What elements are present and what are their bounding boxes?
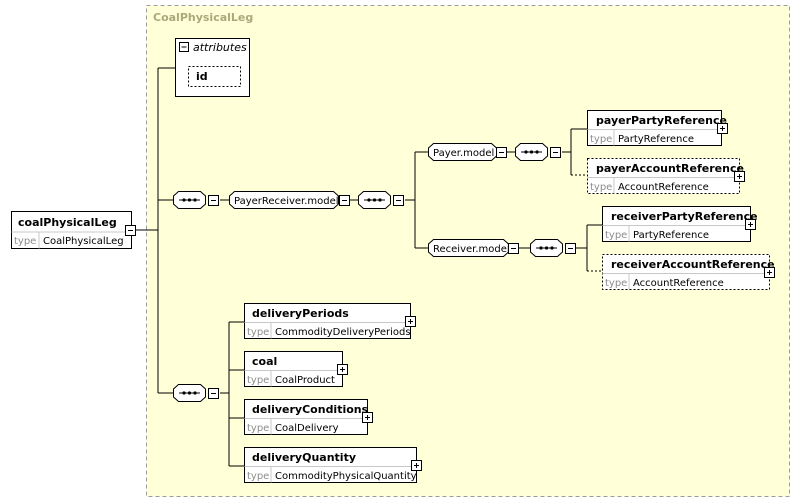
coal-expand-icon[interactable]: [337, 364, 348, 375]
payer-account-reference-name: payerAccountReference: [596, 162, 744, 175]
receiver-account-reference-type-key: type: [605, 278, 627, 289]
receiver-party-reference-type: PartyReference: [633, 230, 709, 241]
receiver-party-reference-type-key: type: [605, 230, 627, 241]
sequence-compositor-1[interactable]: [173, 191, 219, 209]
delivery-conditions-name: deliveryConditions: [252, 403, 369, 416]
root-element-name: coalPhysicalLeg: [18, 216, 117, 229]
payer-sequence-compositor[interactable]: [515, 143, 561, 161]
attribute-id-label: id: [196, 70, 208, 83]
attributes-box: attributes id: [175, 38, 250, 97]
delivery-periods-type-key: type: [247, 327, 269, 338]
root-collapse-icon[interactable]: [125, 225, 136, 236]
element-delivery-periods[interactable]: deliveryPeriods type CommodityDeliveryPe…: [244, 303, 411, 339]
coal-name: coal: [252, 355, 277, 368]
receiver-sequence-compositor[interactable]: [530, 239, 576, 257]
receiver-account-reference-type: AccountReference: [633, 278, 724, 289]
complex-type-title: CoalPhysicalLeg: [153, 11, 253, 24]
delivery-quantity-type-key: type: [247, 471, 269, 482]
attribute-id[interactable]: id: [188, 66, 241, 87]
delivery-quantity-expand-icon[interactable]: [411, 460, 422, 471]
delivery-conditions-type: CoalDelivery: [275, 423, 339, 434]
element-payer-party-reference[interactable]: payerPartyReference type PartyReference: [587, 110, 727, 146]
root-type-key: type: [14, 236, 36, 247]
group-receiver-model[interactable]: Receiver.model: [428, 239, 519, 257]
receiver-model-label: Receiver.model: [433, 244, 510, 255]
group-payer-receiver-model[interactable]: PayerReceiver.model: [229, 191, 350, 209]
element-payer-account-reference[interactable]: payerAccountReference type AccountRefere…: [587, 158, 744, 194]
payer-party-reference-type-key: type: [590, 134, 612, 145]
delivery-quantity-type: CommodityPhysicalQuantity: [275, 471, 417, 482]
group-payer-model[interactable]: Payer.model: [428, 143, 507, 161]
element-receiver-account-reference[interactable]: receiverAccountReference type AccountRef…: [602, 254, 775, 290]
receiver-party-reference-expand-icon[interactable]: [745, 219, 756, 230]
root-element[interactable]: coalPhysicalLeg type CoalPhysicalLeg: [11, 211, 132, 249]
connector-lines: [136, 67, 602, 467]
payer-account-reference-type: AccountReference: [618, 182, 709, 193]
element-receiver-party-reference[interactable]: receiverPartyReference type PartyReferen…: [602, 206, 758, 242]
root-type-value: CoalPhysicalLeg: [43, 236, 124, 247]
element-delivery-conditions[interactable]: deliveryConditions type CoalDelivery: [244, 399, 369, 435]
sequence-compositor-2[interactable]: [173, 384, 219, 402]
attributes-collapse-icon[interactable]: [179, 42, 189, 52]
receiver-party-reference-name: receiverPartyReference: [611, 210, 758, 223]
payer-account-reference-expand-icon[interactable]: [734, 171, 745, 182]
delivery-periods-name: deliveryPeriods: [252, 307, 349, 320]
receiver-account-reference-name: receiverAccountReference: [611, 258, 775, 271]
element-delivery-quantity[interactable]: deliveryQuantity type CommodityPhysicalQ…: [244, 447, 417, 483]
choice-compositor[interactable]: [358, 191, 404, 209]
coal-type-key: type: [247, 375, 269, 386]
coal-type: CoalProduct: [275, 375, 335, 386]
payer-model-label: Payer.model: [433, 148, 494, 159]
receiver-account-reference-expand-icon[interactable]: [764, 267, 775, 278]
payer-party-reference-type: PartyReference: [618, 134, 694, 145]
delivery-periods-type: CommodityDeliveryPeriods: [275, 327, 411, 338]
payer-receiver-model-label: PayerReceiver.model: [234, 196, 339, 207]
payer-party-reference-expand-icon[interactable]: [717, 123, 728, 134]
delivery-periods-expand-icon[interactable]: [405, 316, 416, 327]
delivery-quantity-name: deliveryQuantity: [252, 451, 356, 464]
attributes-label: attributes: [193, 41, 247, 54]
payer-party-reference-name: payerPartyReference: [596, 114, 727, 127]
payer-account-reference-type-key: type: [590, 182, 612, 193]
delivery-conditions-expand-icon[interactable]: [362, 412, 373, 423]
delivery-conditions-type-key: type: [247, 423, 269, 434]
element-coal[interactable]: coal type CoalProduct: [244, 351, 343, 387]
